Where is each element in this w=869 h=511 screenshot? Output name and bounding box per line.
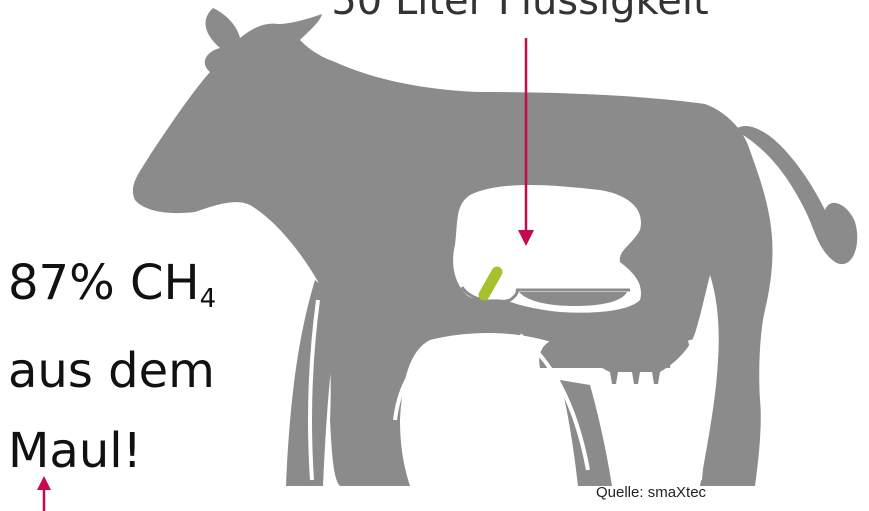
caption-line-2: aus dem	[8, 331, 268, 411]
methane-caption: 87% CH4 aus dem Maul!	[8, 243, 268, 491]
caption-line-1: 87% CH4	[8, 243, 268, 331]
caption-subscript: 4	[200, 284, 217, 314]
liquid-volume-label: 50 Liter Flüssigkeit	[300, 0, 740, 24]
source-label: Quelle: smaXtec	[596, 484, 706, 501]
caption-line-3: Maul!	[8, 411, 268, 491]
caption-line-1-prefix: 87% CH	[8, 255, 200, 311]
